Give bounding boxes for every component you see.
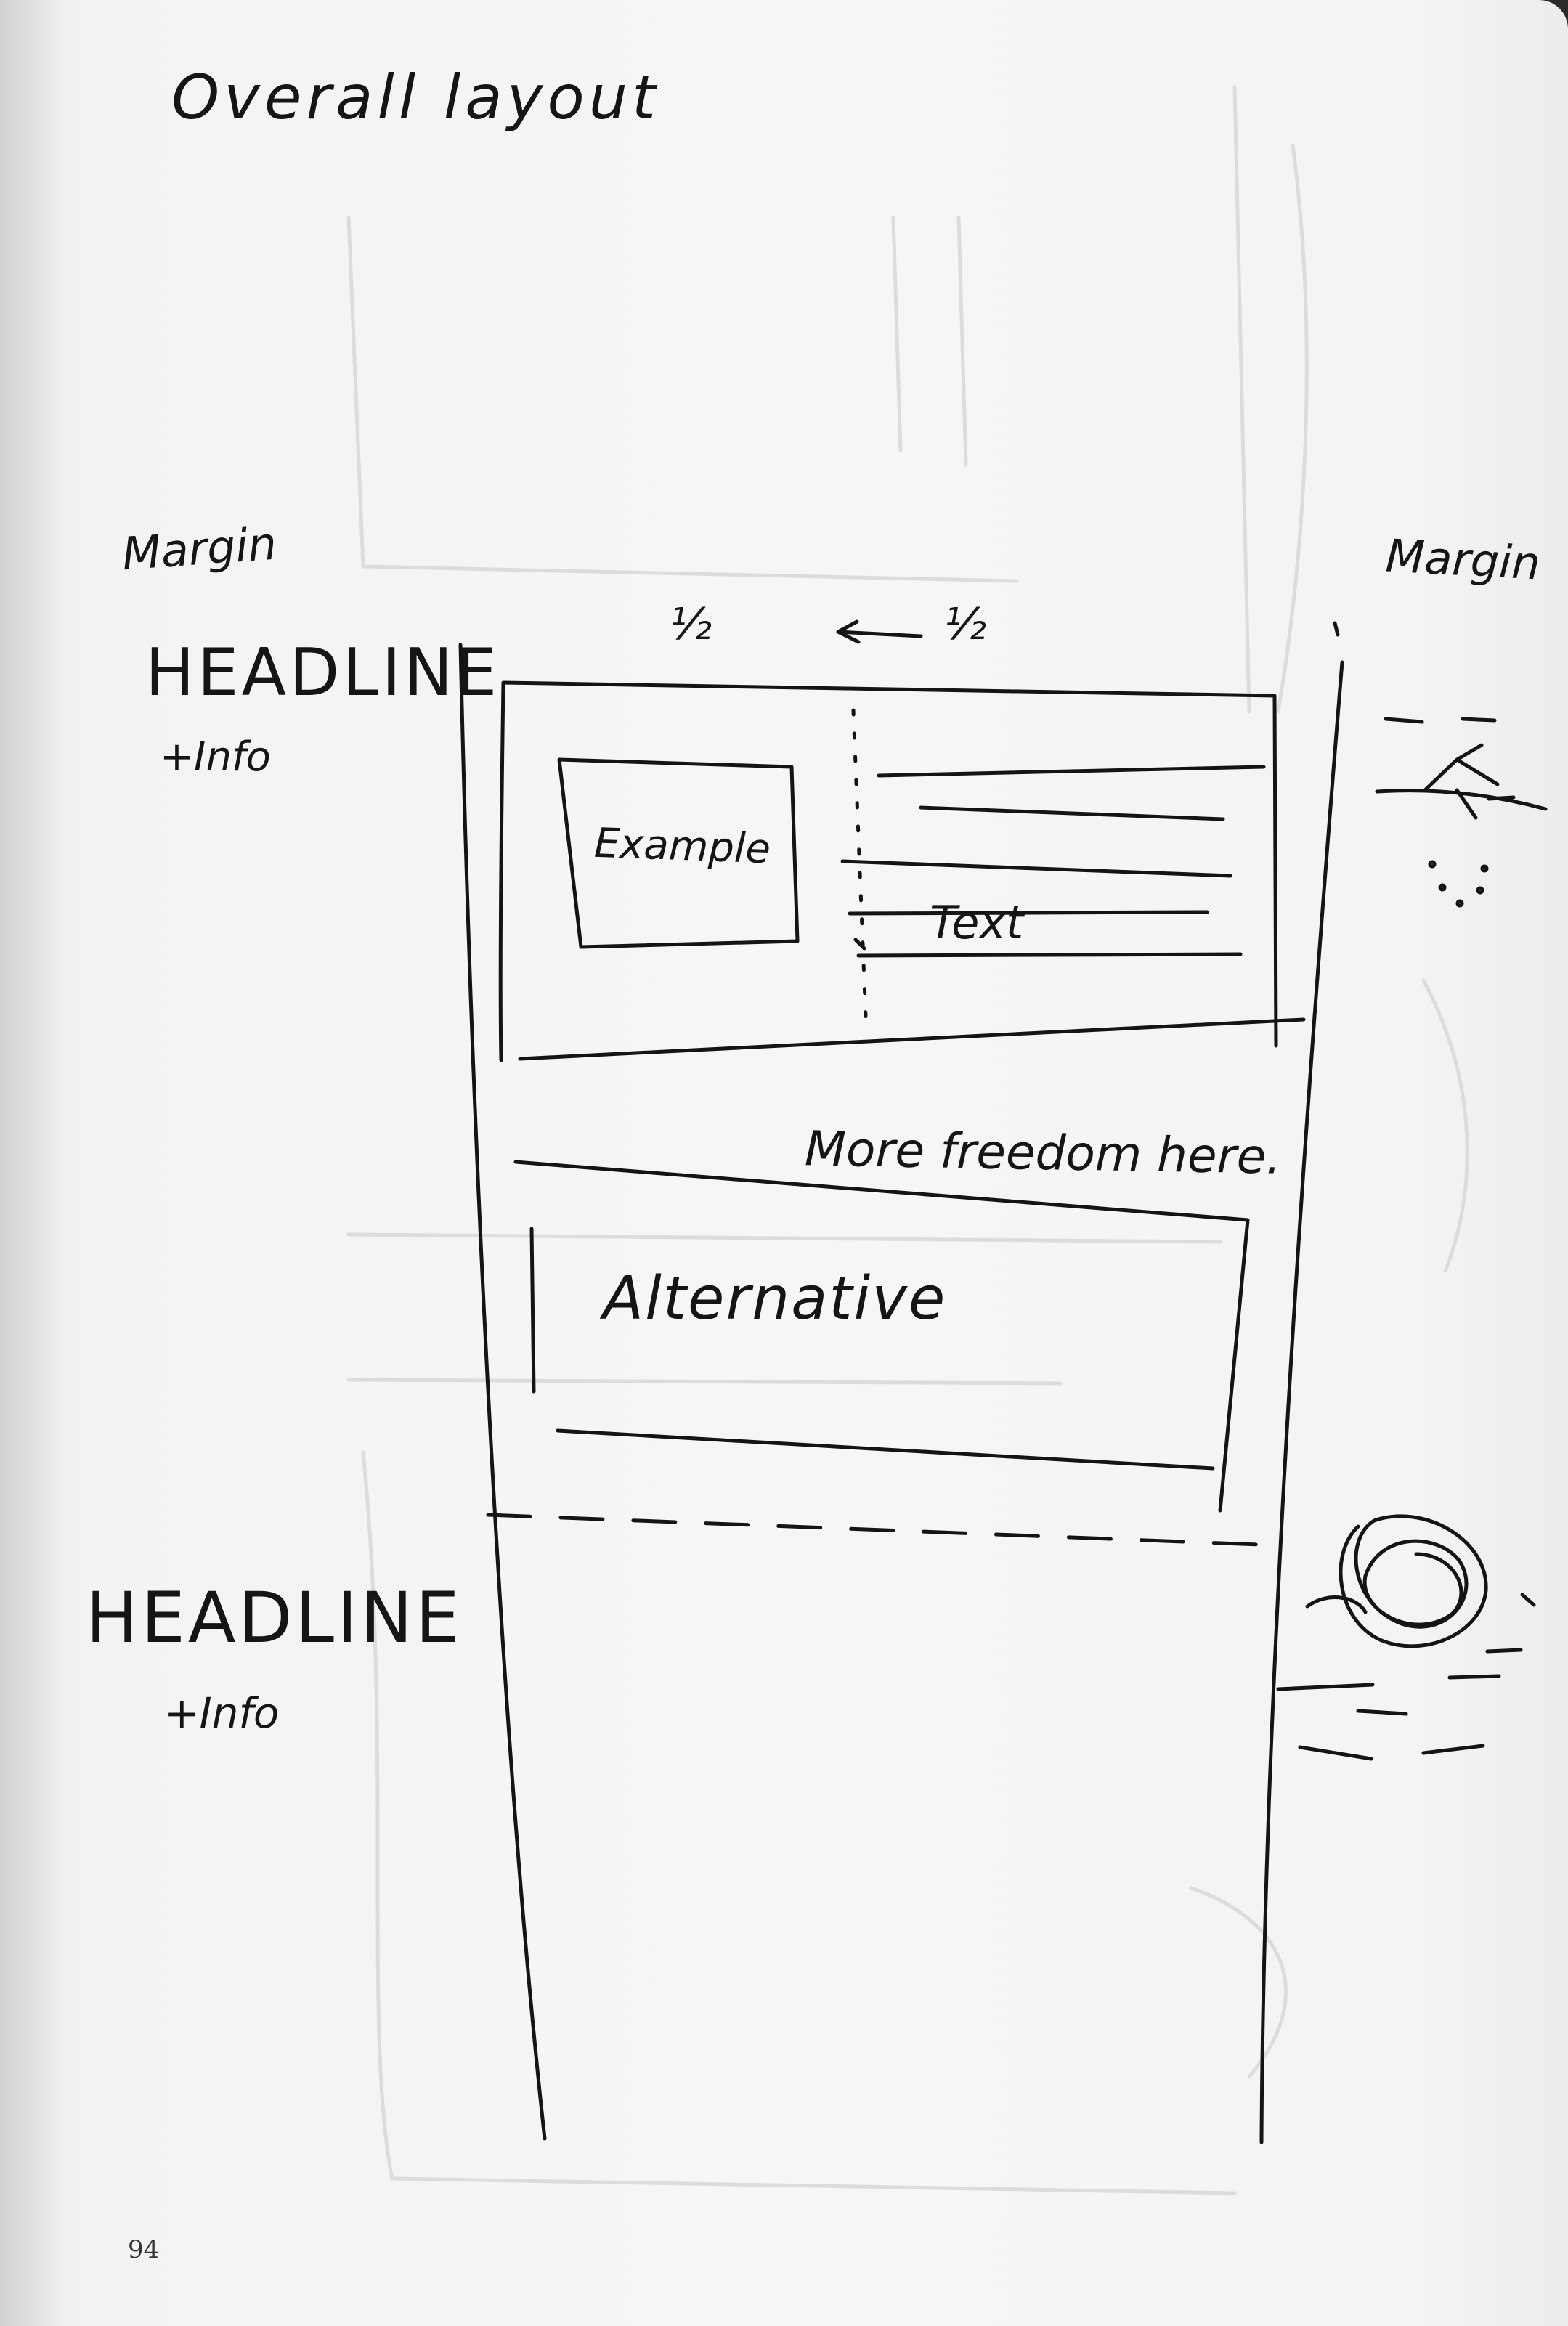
left-column-line [458, 643, 547, 2141]
fraction-left-label: ½ [670, 599, 712, 650]
alternative-box [513, 1160, 1250, 1513]
text-lines [840, 765, 1266, 958]
right-margin-label: Margin [1384, 529, 1542, 590]
sketch-title: Overall layout [171, 62, 660, 133]
half-divider [851, 708, 868, 1019]
top-headline: HEADLINE [145, 635, 500, 711]
bottom-info-label: +Info [164, 1688, 280, 1738]
bottom-headline: HEADLINE [86, 1577, 463, 1659]
tree-doodle-icon [1375, 717, 1548, 820]
left-margin-label: Margin [120, 516, 279, 581]
fraction-right-label: ½ [944, 599, 987, 650]
scribble-doodle-icon [1276, 1514, 1536, 1761]
example-box [557, 757, 800, 949]
text-block-label: Text [930, 896, 1024, 949]
page-edge-shadow [0, 0, 65, 2326]
top-info-label: +Info [160, 733, 271, 781]
split-arrow [836, 619, 923, 644]
page-number: 94 [128, 2235, 160, 2264]
top-box-outline [498, 680, 1306, 1062]
example-box-label: Example [593, 819, 772, 874]
right-column-tick [1333, 621, 1340, 637]
alternative-box-label: Alternative [603, 1264, 947, 1333]
right-column-line [1259, 660, 1344, 2144]
section-divider [486, 1513, 1280, 1548]
more-freedom-note: More freedom here. [804, 1121, 1282, 1185]
